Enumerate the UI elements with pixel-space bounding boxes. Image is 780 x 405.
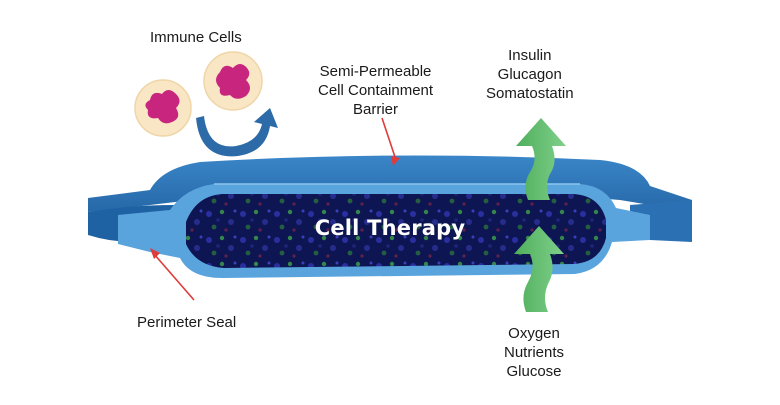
immune-cell-right [203,51,263,111]
barrier-line-2: Cell Containment [318,82,434,99]
deflection-arrow [196,108,278,157]
hormone-glucagon: Glucagon [497,66,562,83]
barrier-pointer [381,117,400,166]
nucleus-shape [145,90,180,124]
hormone-insulin: Insulin [508,47,552,64]
hormone-release-arrow [516,118,566,200]
immune-cells-text: Immune Cells [150,29,242,46]
cell-chamber [186,194,606,268]
nucleus-shape [216,64,250,99]
barrier-line-1: Semi-Permeable [319,63,432,80]
immune-cell-left [134,79,192,137]
input-nutrients: Nutrients [504,344,565,361]
barrier-line-3: Barrier [353,101,399,118]
nutrient-input-arrow [514,226,564,312]
input-glucose: Glucose [506,363,562,380]
seal-pointer [150,248,195,301]
input-oxygen: Oxygen [508,325,560,342]
perimeter-seal-label: Perimeter Seal [137,313,236,332]
cell-therapy-label: Cell Therapy [314,216,466,240]
immune-cells-label: Immune Cells [150,28,242,47]
perimeter-seal-text: Perimeter Seal [137,314,237,331]
hormone-somatostatin: Somatostatin [486,85,574,102]
barrier-label: Semi-Permeable Cell Containment Barrier [318,62,433,119]
inputs-label: Oxygen Nutrients Glucose [504,324,564,381]
hormones-label: Insulin Glucagon Somatostatin [486,46,574,103]
